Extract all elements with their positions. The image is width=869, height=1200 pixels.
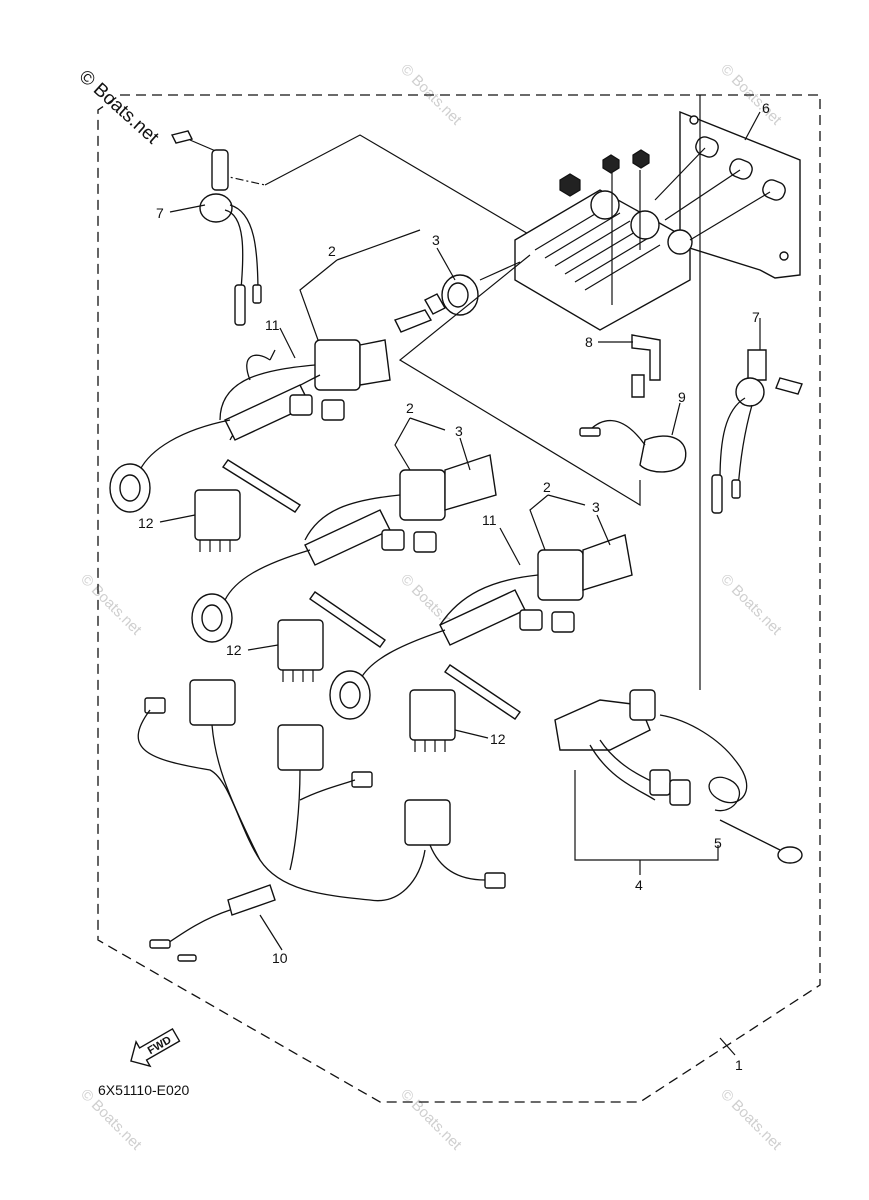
diagram-code: 6X51110-E020 xyxy=(98,1082,190,1098)
callout-3-top: 3 xyxy=(432,232,440,248)
callout-11-top: 11 xyxy=(265,317,280,333)
fwd-arrow: FWD xyxy=(130,1027,181,1068)
callout-12-low: 12 xyxy=(490,731,506,747)
clamp-left xyxy=(170,130,262,326)
key-and-cap-top xyxy=(394,261,521,333)
watermark-7: © Boats.net xyxy=(397,1086,465,1154)
callout-10: 10 xyxy=(272,950,288,966)
main-switch-1 xyxy=(109,339,391,513)
switch-bracket xyxy=(514,147,771,331)
watermarks: © Boats.net © Boats.net © Boats.net © Bo… xyxy=(77,61,785,1154)
bracket-plate xyxy=(679,110,801,279)
relay-2 xyxy=(277,591,386,682)
callout-12-top: 12 xyxy=(138,515,154,531)
relay-3 xyxy=(409,664,521,752)
callout-9: 9 xyxy=(678,389,686,405)
callout-3-low: 3 xyxy=(592,499,600,515)
callout-6: 6 xyxy=(762,100,770,116)
callout-2-low: 2 xyxy=(543,479,551,495)
callout-11-low: 11 xyxy=(482,512,497,528)
main-switch-2 xyxy=(191,454,497,643)
wiring-harness xyxy=(137,679,506,962)
callout-4: 4 xyxy=(635,877,643,893)
callout-2-mid: 2 xyxy=(406,400,414,416)
watermark-8: © Boats.net xyxy=(717,1086,785,1154)
watermark-5: © Boats.net xyxy=(717,571,785,639)
leader-lines xyxy=(159,95,761,1056)
main-switch-3 xyxy=(329,534,633,720)
link-line-top xyxy=(264,134,531,236)
callout-5: 5 xyxy=(714,835,722,851)
callout-1: 1 xyxy=(735,1057,743,1073)
callout-8: 8 xyxy=(585,334,593,350)
copyright-text: © Boats.net xyxy=(75,66,164,149)
bracket-and-sensor xyxy=(579,334,687,473)
callout-7-right: 7 xyxy=(752,309,760,325)
clamp-right xyxy=(711,349,803,514)
emergency-switch xyxy=(554,689,803,864)
callout-12-mid: 12 xyxy=(226,642,242,658)
fwd-label: FWD xyxy=(146,1034,174,1057)
relay-1 xyxy=(194,459,302,552)
callout-2-top: 2 xyxy=(328,243,336,259)
callouts: 6 7 2 3 11 8 7 9 2 3 2 3 11 12 12 12 5 4… xyxy=(138,100,770,1073)
assembly-outline xyxy=(97,94,821,1103)
watermark-3: © Boats.net xyxy=(77,571,145,639)
callout-7-left: 7 xyxy=(156,205,164,221)
callout-3-mid: 3 xyxy=(455,423,463,439)
